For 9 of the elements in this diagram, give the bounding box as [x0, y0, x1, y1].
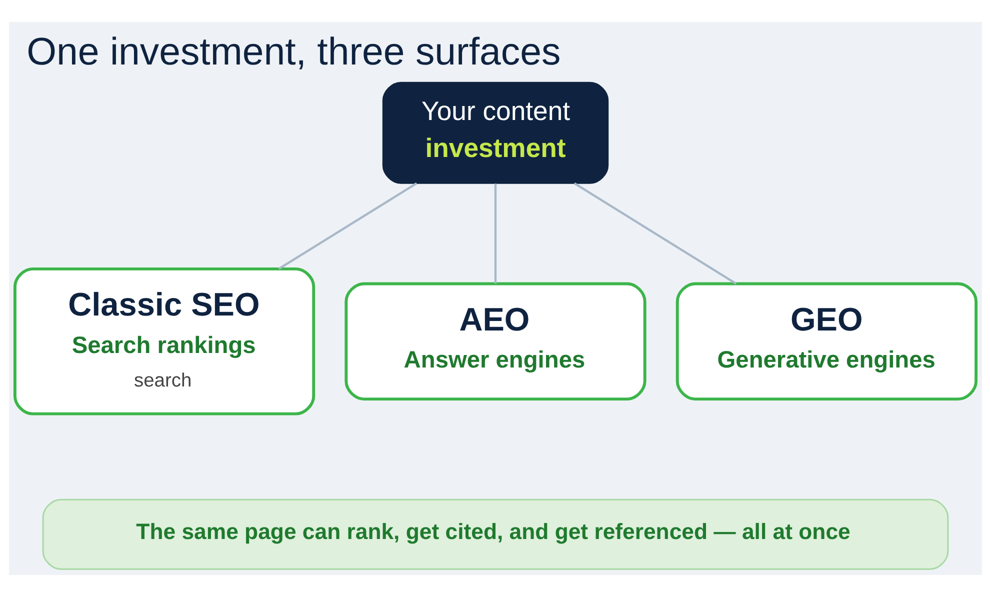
node-box: AEO Answer engines	[344, 282, 646, 401]
node-box: Your content investment	[382, 82, 608, 184]
node-box: GEO Generative engines	[675, 282, 978, 401]
connector	[494, 184, 496, 284]
diagram-title: One investment, three surfaces	[26, 30, 560, 74]
node-box: The same page can rank, get cited, and get referenced — all at once	[42, 498, 948, 570]
node-box: Classic SEO Search rankings search	[12, 267, 315, 416]
connector	[573, 182, 736, 285]
connector	[278, 182, 417, 270]
